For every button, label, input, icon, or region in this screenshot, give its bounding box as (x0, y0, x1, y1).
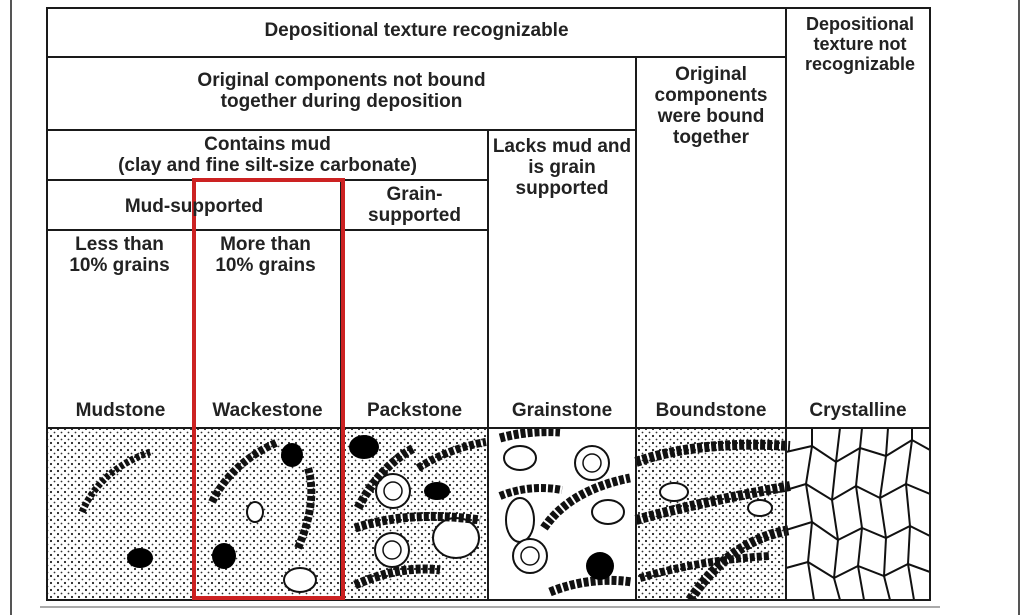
packstone-black-grain (349, 435, 379, 459)
boundstone-ooid (748, 500, 772, 516)
wackestone-black-grain (281, 443, 303, 467)
label-less-than-10-percent: Less than 10% grains (52, 234, 187, 276)
mudstone-black-grain (127, 548, 153, 568)
grainstone-ooid (506, 498, 534, 542)
grainstone-black-grain (586, 552, 614, 580)
grainstone-foram (513, 539, 547, 573)
grainstone-ooid (592, 500, 624, 524)
wackestone-ooid (284, 568, 316, 592)
mudstone-sample (47, 428, 194, 600)
header-lacks-mud: Lacks mud and is grain supported (492, 136, 632, 199)
header-depositional-not-recognizable: Depositional texture not recognizable (790, 14, 930, 74)
packstone-ooid (433, 518, 479, 558)
label-more-than-10-percent: More than 10% grains (198, 234, 333, 276)
packstone-black-grain (424, 482, 450, 500)
rock-name-wackestone: Wackestone (194, 400, 341, 421)
packstone-foram (375, 533, 409, 567)
rock-name-boundstone: Boundstone (636, 400, 786, 421)
wackestone-black-grain (212, 543, 236, 569)
header-not-bound: Original components not bound together d… (47, 70, 636, 112)
wackestone-ooid (247, 502, 263, 522)
boundstone-ooid (660, 483, 688, 501)
grainstone-foram (575, 446, 609, 480)
header-mud-supported: Mud-supported (47, 196, 341, 217)
grainstone-ooid (504, 446, 536, 470)
rock-name-grainstone: Grainstone (488, 400, 636, 421)
header-bound-together: Original components were bound together (638, 64, 784, 148)
header-depositional-recognizable: Depositional texture recognizable (47, 20, 786, 41)
rock-name-packstone: Packstone (341, 400, 488, 421)
header-grain-supported: Grain- supported (341, 184, 488, 226)
rock-name-mudstone: Mudstone (47, 400, 194, 421)
wackestone-sample (194, 428, 341, 600)
header-contains-mud: Contains mud (clay and fine silt-size ca… (47, 134, 488, 176)
rock-name-crystalline: Crystalline (786, 400, 930, 421)
